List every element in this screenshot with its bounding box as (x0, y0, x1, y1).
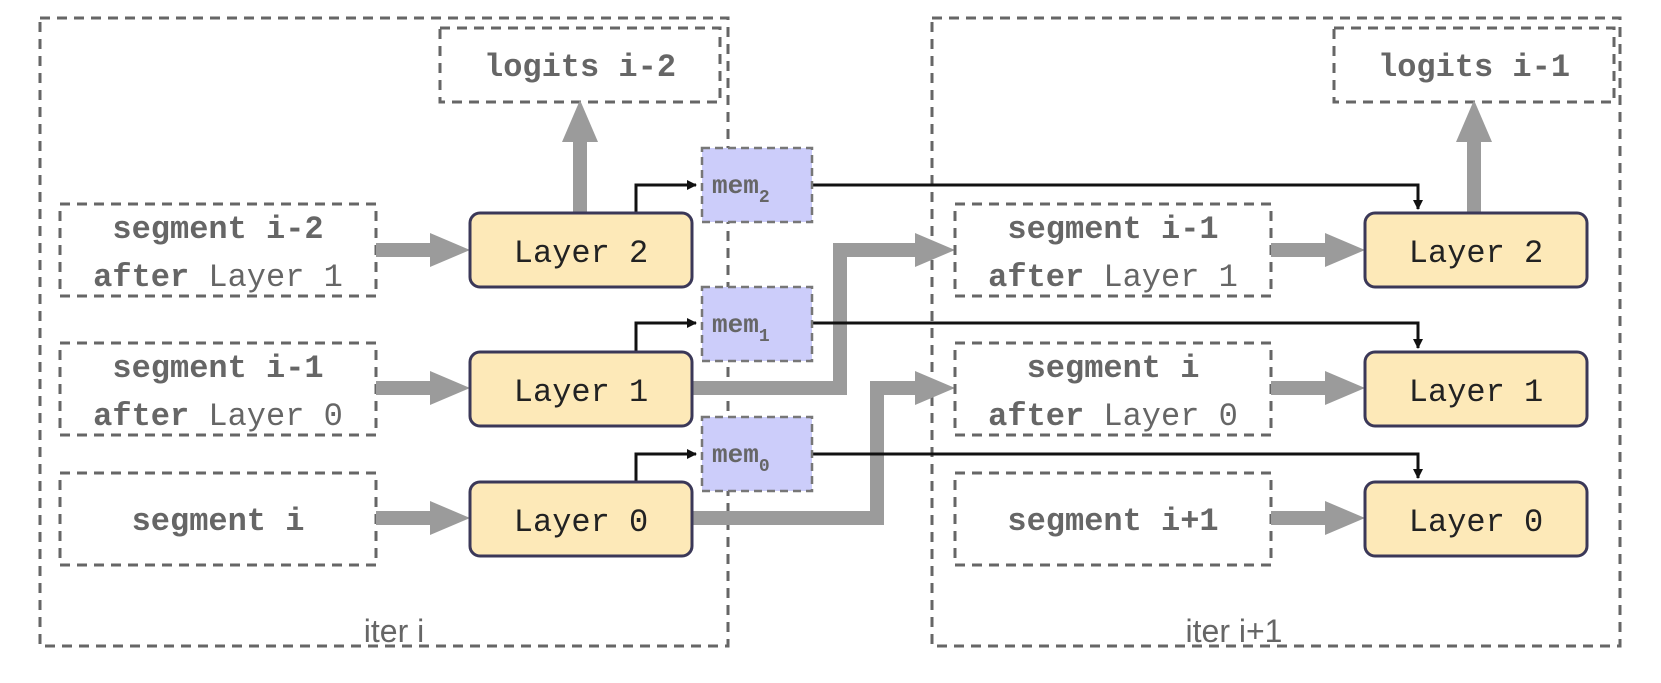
layer-label: Layer 2 (514, 235, 648, 272)
layer-label: Layer 0 (1409, 504, 1543, 541)
mem2-write-arrow (634, 180, 697, 213)
segment-box-iter-i-0 (58, 202, 378, 298)
segment-box-iter-i-plus-1-2 (953, 471, 1273, 567)
iter-i-plus-1-label: iter i+1 (1186, 613, 1283, 649)
layer-label: Layer 2 (1409, 235, 1543, 272)
mem0-read-arrow (812, 452, 1423, 479)
segment-after: after Layer 1 (988, 259, 1238, 296)
layer-label: Layer 1 (1409, 374, 1543, 411)
input-arrow-head (1325, 233, 1365, 267)
segment-box-iter-i-2 (58, 471, 378, 567)
memory-box-1 (700, 285, 814, 363)
logits-label-iter-i-plus-1: logits i-1 (1378, 49, 1570, 86)
segment-box-iter-i-plus-1-1 (953, 341, 1273, 437)
segment-name: segment i (1027, 350, 1200, 387)
segment-name: segment i (132, 503, 305, 540)
segment-name: segment i-1 (112, 350, 323, 387)
layer-label: Layer 0 (514, 504, 648, 541)
input-arrow-head (430, 371, 470, 405)
logits-arrow-iter-i-head (562, 100, 598, 142)
segment-name: segment i+1 (1007, 503, 1218, 540)
iter-i-label: iter i (364, 613, 424, 649)
carry-arrow-layer1 (692, 243, 915, 395)
input-arrow-head (430, 501, 470, 535)
segment-box-iter-i-1 (58, 341, 378, 437)
input-arrow-head (430, 233, 470, 267)
mem2-read-arrow (812, 183, 1423, 210)
iter-i-plus-1-frame (930, 16, 1622, 648)
logits-label-iter-i: logits i-2 (484, 49, 676, 86)
layer-box-iter-i-0 (468, 480, 694, 558)
iter-i-frame (38, 16, 730, 648)
segment-box-iter-i-plus-1-0 (953, 202, 1273, 298)
layer-box-iter-i-plus-1-2 (1363, 211, 1589, 289)
mem0-write-arrow (634, 449, 697, 482)
memory-label-1: mem1 (712, 310, 770, 347)
memory-label-0: mem0 (712, 440, 770, 477)
segment-after: after Layer 1 (93, 259, 343, 296)
carry-arrow-layer0-head (915, 371, 955, 405)
segment-after: after Layer 0 (988, 398, 1238, 435)
memory-box-2 (700, 146, 814, 224)
layer-label: Layer 1 (514, 374, 648, 411)
layer-box-iter-i-2 (468, 211, 694, 289)
memory-label-2: mem2 (712, 171, 770, 208)
layer-box-iter-i-1 (468, 350, 694, 428)
memory-box-0 (700, 415, 814, 493)
layer-box-iter-i-plus-1-1 (1363, 350, 1589, 428)
carry-arrow-layer1-head (915, 233, 955, 267)
segment-name: segment i-2 (112, 211, 323, 248)
input-arrow-head (1325, 371, 1365, 405)
segment-name: segment i-1 (1007, 211, 1218, 248)
layer-box-iter-i-plus-1-0 (1363, 480, 1589, 558)
mem1-read-arrow (812, 321, 1423, 349)
input-arrow-head (1325, 501, 1365, 535)
mem1-write-arrow (634, 318, 697, 352)
segment-after: after Layer 0 (93, 398, 343, 435)
logits-arrow-iter-i-plus-1-head (1456, 100, 1492, 142)
